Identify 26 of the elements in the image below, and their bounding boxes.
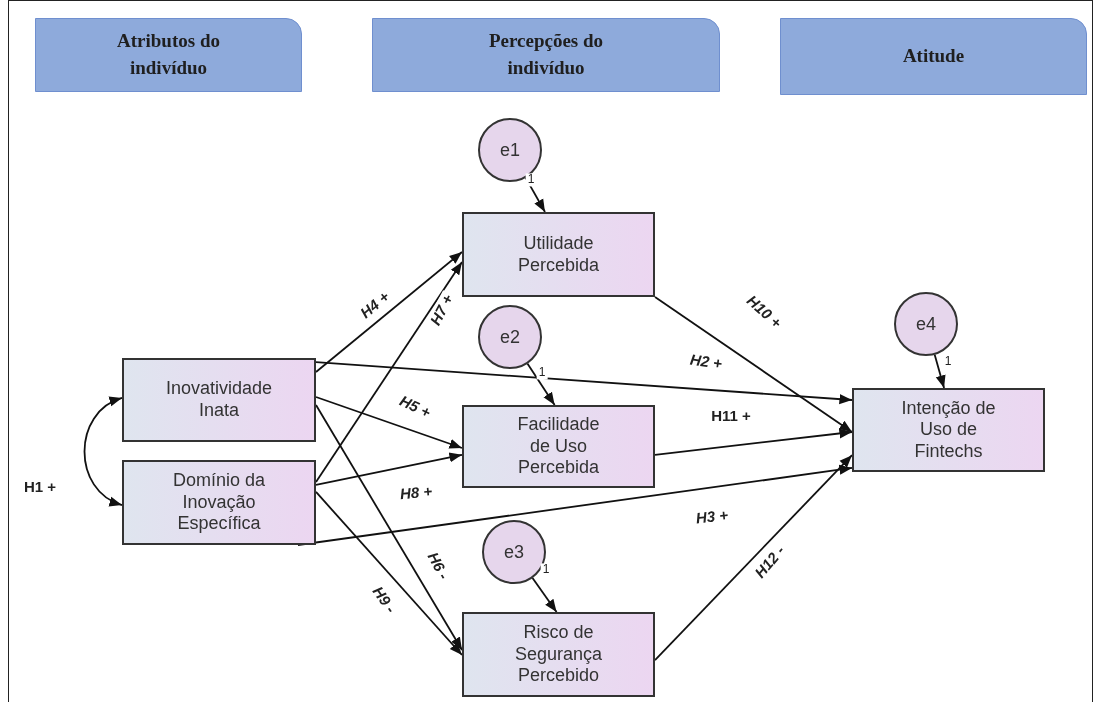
column-header: Atitude <box>780 18 1087 95</box>
arrow <box>315 396 463 449</box>
edge-label: 1 <box>525 173 537 187</box>
edge-label: 1 <box>536 366 548 380</box>
arrow <box>315 361 853 405</box>
construct-box: Risco de Segurança Percebido <box>462 612 655 697</box>
construct-box: Inovatividade Inata <box>122 358 316 442</box>
arrow <box>315 491 463 656</box>
arrow <box>83 397 123 506</box>
arrow <box>315 251 463 373</box>
arrow <box>654 296 853 433</box>
arrow <box>531 577 558 613</box>
arrow <box>654 454 853 661</box>
arrow <box>933 353 946 389</box>
arrow <box>654 428 853 456</box>
arrow <box>315 261 463 483</box>
column-header: Atributos do indivíduo <box>35 18 302 92</box>
construct-box: Domínio da Inovação Específica <box>122 460 316 545</box>
construct-box: Utilidade Percebida <box>462 212 655 297</box>
error-circle: e4 <box>894 292 958 356</box>
column-header: Percepções do indivíduo <box>372 18 720 92</box>
arrow <box>526 362 556 406</box>
construct-box: Facilidade de Uso Percebida <box>462 405 655 488</box>
arrow <box>315 404 463 651</box>
construct-box: Intenção de Uso de Fintechs <box>852 388 1045 472</box>
arrow <box>315 452 463 486</box>
